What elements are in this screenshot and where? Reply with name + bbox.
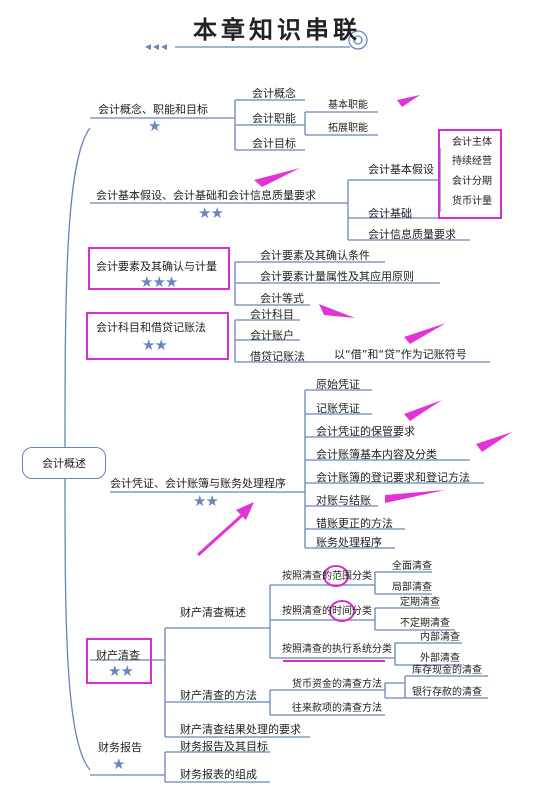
topic-vouchers-label: 会计凭证、会计账簿与账务处理程序 xyxy=(110,477,286,490)
item-report-objective: 财务报告及其目标 xyxy=(180,740,268,753)
item-measurement-attributes: 会计要素计量属性及其应用原则 xyxy=(260,270,414,283)
item-accounting-basis: 会计基础 xyxy=(368,207,412,220)
item-dealings-method: 往来款项的清查方法 xyxy=(292,703,382,714)
topic2-stars: ★★ xyxy=(198,204,224,222)
item-accounting-function: 会计职能 xyxy=(252,112,296,125)
item-partial-inventory: 局部清查 xyxy=(392,582,432,593)
item-bank-deposits: 银行存款的清查 xyxy=(412,687,482,698)
item-by-execution: 按照清查的执行系统分类 xyxy=(282,644,392,655)
item-books-registration: 会计账簿的登记要求和登记方法 xyxy=(316,471,470,484)
topic-assumptions-label: 会计基本假设、会计基础和会计信息质量要求 xyxy=(96,189,316,202)
item-cash-on-hand: 库存现金的清查 xyxy=(412,665,482,676)
topic1-stars: ★ xyxy=(148,117,161,135)
item-irregular-inventory: 不定期清查 xyxy=(400,618,450,629)
item-accounting-entity: 会计主体 xyxy=(452,137,492,148)
topic-elements-label: 会计要素及其确认与计量 xyxy=(96,260,217,273)
item-monetary-measurement: 货币计量 xyxy=(452,196,492,207)
topic-property-inventory-label: 财产清查 xyxy=(96,649,140,662)
topic-accounting-concept-label: 会计概念、职能和目标 xyxy=(98,103,208,116)
root-node: 会计概述 xyxy=(22,447,106,479)
item-reconciliation: 对账与结账 xyxy=(316,494,371,507)
item-cash-method: 货币资金的清查方法 xyxy=(292,679,382,690)
item-original-voucher: 原始凭证 xyxy=(316,378,360,391)
item-inventory-methods: 财产清查的方法 xyxy=(180,689,257,702)
item-by-time: 按照清查的时间分类 xyxy=(282,606,372,617)
item-accounts: 会计账户 xyxy=(250,329,294,342)
item-quality-requirements: 会计信息质量要求 xyxy=(368,228,456,241)
item-accounting-objective: 会计目标 xyxy=(252,137,296,150)
topic-accounts-label: 会计科目和借贷记账法 xyxy=(96,321,206,334)
item-accounting-period: 会计分期 xyxy=(452,176,492,187)
item-periodic-inventory: 定期清查 xyxy=(400,597,440,608)
item-internal-inventory: 内部清查 xyxy=(420,632,460,643)
topic4-highlight xyxy=(86,312,229,360)
item-external-inventory: 外部清查 xyxy=(420,653,460,664)
topic3-highlight xyxy=(88,247,230,290)
topic-financial-report-label: 财务报告 xyxy=(98,741,142,754)
item-going-concern: 持续经营 xyxy=(452,156,492,167)
topic6-stars: ★★ xyxy=(108,662,134,680)
item-voucher-custody: 会计凭证的保管要求 xyxy=(316,425,415,438)
annotation-arrows xyxy=(254,95,512,503)
topic4-stars: ★★ xyxy=(142,336,168,354)
topic5-stars: ★★ xyxy=(193,492,219,510)
topic3-stars: ★★★ xyxy=(140,273,178,291)
topic6-highlight xyxy=(86,638,152,684)
item-processing-procedure: 账务处理程序 xyxy=(316,536,382,549)
item-bookkeeping-voucher: 记账凭证 xyxy=(316,402,360,415)
item-basic-assumption: 会计基本假设 xyxy=(368,163,434,176)
item-extended-function: 拓展职能 xyxy=(328,123,368,134)
item-books-content: 会计账簿基本内容及分类 xyxy=(316,448,437,461)
item-elements-conditions: 会计要素及其确认条件 xyxy=(260,249,370,262)
item-by-scope: 按照清查的范围分类 xyxy=(282,571,372,582)
item-accounting-equation: 会计等式 xyxy=(260,292,304,305)
topic7-stars: ★ xyxy=(112,755,125,773)
note-debit-credit-symbols: 以“借”和“贷”作为记账符号 xyxy=(334,348,467,361)
item-inventory-result: 财产清查结果处理的要求 xyxy=(180,723,301,736)
root-label: 会计概述 xyxy=(42,457,86,470)
assumptions-highlight xyxy=(438,129,502,219)
item-basic-function: 基本职能 xyxy=(328,100,368,111)
item-inventory-overview: 财产清查概述 xyxy=(180,606,246,619)
page-title: 本章知识串联 xyxy=(193,15,361,44)
item-accounting-concept: 会计概念 xyxy=(252,87,296,100)
item-full-inventory: 全面清查 xyxy=(392,561,432,572)
item-error-correction: 错账更正的方法 xyxy=(316,517,393,530)
item-statement-composition: 财务报表的组成 xyxy=(180,768,257,781)
item-debit-credit: 借贷记账法 xyxy=(250,350,305,363)
item-account-titles: 会计科目 xyxy=(250,308,294,321)
